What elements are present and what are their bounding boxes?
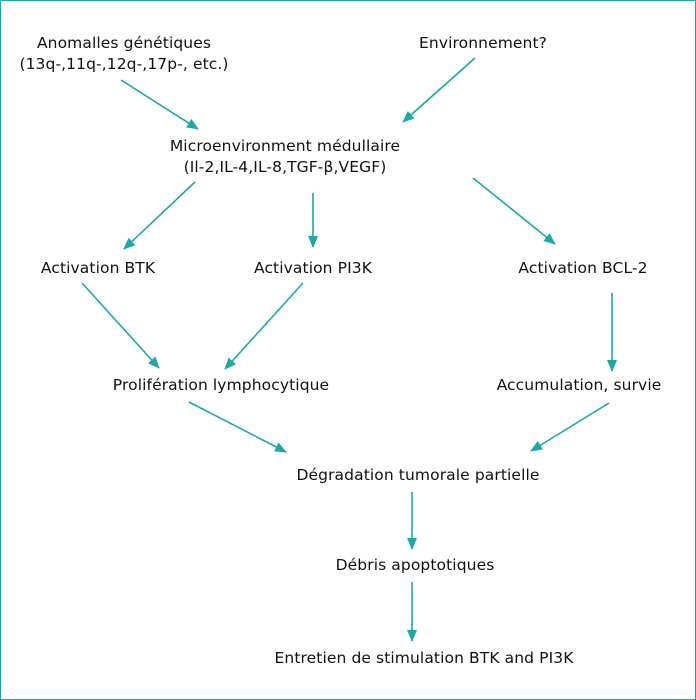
- genetic-anomalies-detail: (13q-,11q-,12q-,17p-, etc.): [19, 55, 229, 73]
- activation-pi3k-node: Activation PI3K: [254, 259, 372, 277]
- apoptotic-debris-node: Débris apoptotiques: [335, 556, 495, 574]
- microenvironment-detail: (Il-2,IL-4,IL-8,TGF-β,VEGF): [183, 158, 387, 176]
- arrow-pi3k-to-proliferation: [224, 282, 304, 370]
- environment-node: Environnement?: [419, 34, 547, 52]
- partial-tumor-degradation-node: Dégradation tumorale partielle: [296, 466, 540, 484]
- arrow-environment-to-microenvironment: [402, 57, 476, 123]
- stimulation-maintenance-node: Entretien de stimulation BTK and PI3K: [274, 649, 574, 667]
- microenvironment-title: Microenvironment médullaire: [169, 137, 401, 155]
- activation-btk-node: Activation BTK: [40, 259, 156, 277]
- lymphocytic-proliferation-node: Prolifération lymphocytique: [112, 376, 330, 394]
- microenvironment-node: Microenvironment médullaire (Il-2,IL-4,I…: [170, 136, 400, 178]
- arrow-microenvironment-to-btk: [123, 181, 196, 250]
- arrow-genetic-to-microenvironment: [120, 79, 199, 130]
- activation-bcl2-node: Activation BCL-2: [518, 259, 648, 277]
- arrow-microenvironment-to-bcl2: [472, 177, 556, 245]
- arrow-btk-to-proliferation: [81, 282, 160, 369]
- accumulation-survival-node: Accumulation, survie: [496, 376, 662, 394]
- genetic-anomalies-title: Anomalles génétiques: [36, 34, 212, 52]
- arrow-accumulation-to-degradation: [530, 402, 610, 452]
- arrow-proliferation-to-degradation: [188, 401, 287, 453]
- genetic-anomalies-node: Anomalles génétiques (13q-,11q-,12q-,17p…: [19, 33, 228, 75]
